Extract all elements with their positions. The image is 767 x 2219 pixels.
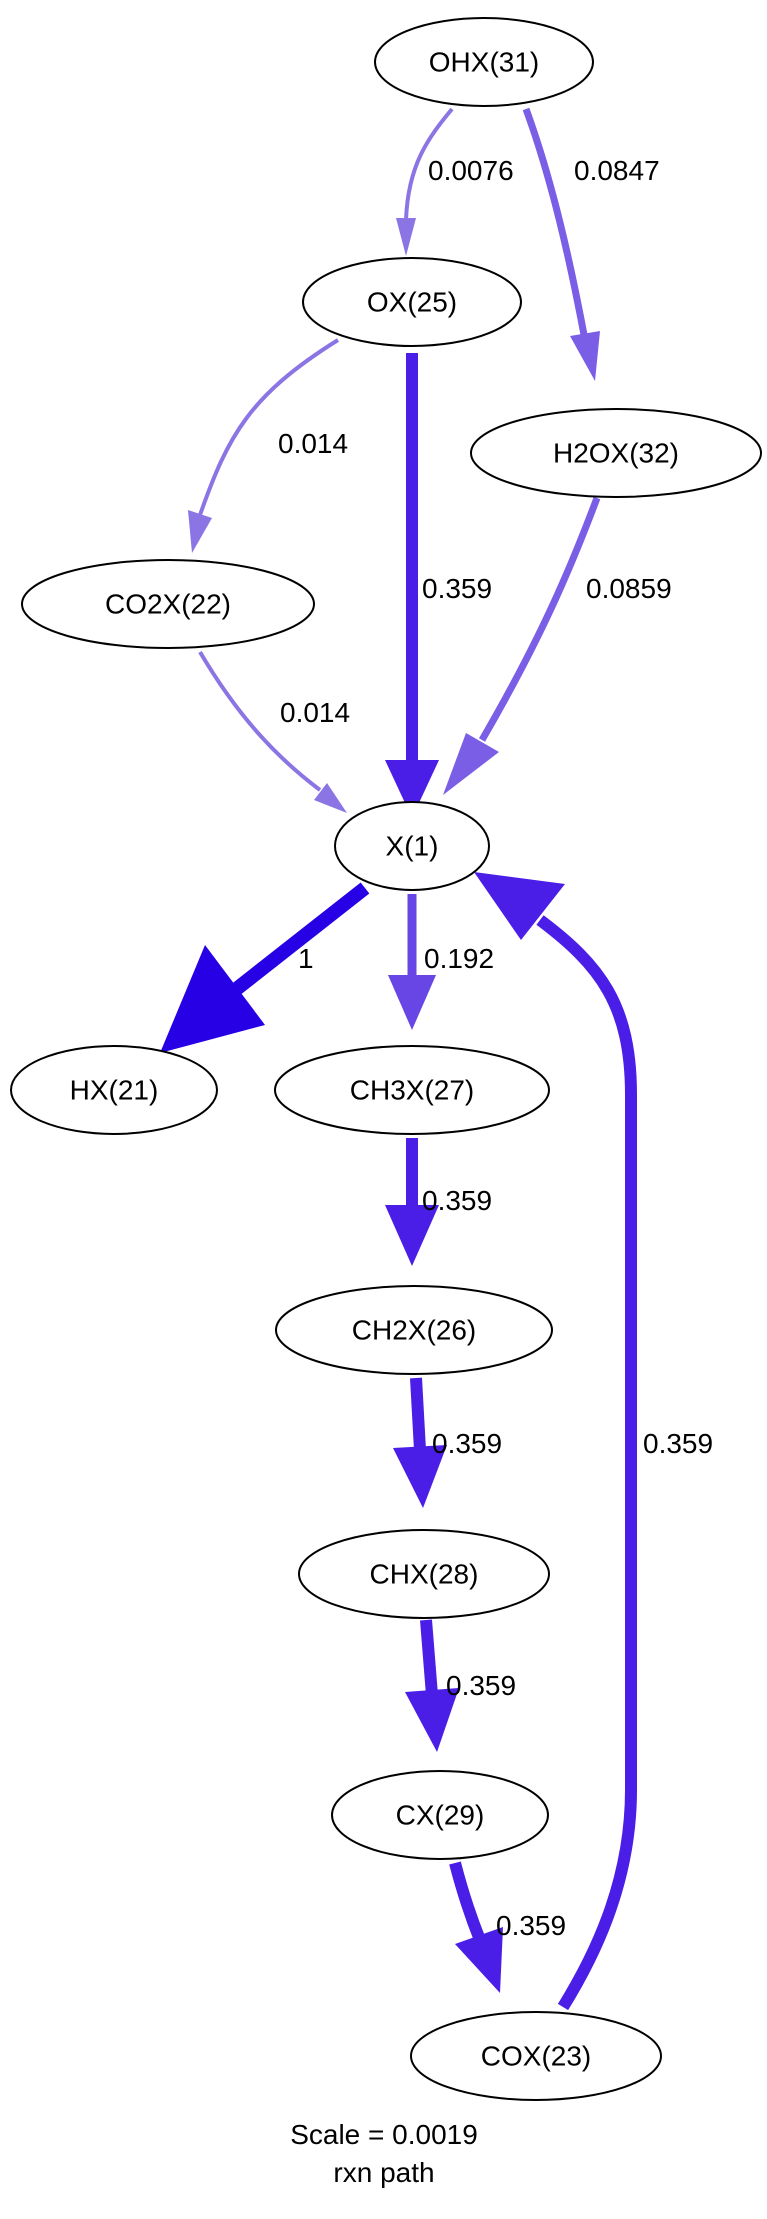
edge-label: 0.359 bbox=[422, 1185, 492, 1216]
scale-caption: Scale = 0.0019 bbox=[290, 2119, 478, 2150]
node-ohx31[interactable]: OHX(31) bbox=[374, 17, 594, 107]
edge-ohx31-h2ox32: 0.0847 bbox=[522, 107, 660, 381]
node-cox23[interactable]: COX(23) bbox=[410, 2011, 662, 2101]
edge-cx29-cox23: 0.359 bbox=[449, 1861, 566, 1993]
node-co2x22[interactable]: CO2X(22) bbox=[21, 559, 315, 649]
edge-label: 0.359 bbox=[643, 1428, 713, 1459]
edge-ox25-x1: 0.359 bbox=[385, 353, 492, 818]
node-x1[interactable]: X(1) bbox=[334, 801, 490, 891]
node-ch3x27[interactable]: CH3X(27) bbox=[274, 1045, 550, 1135]
node-label: CH3X(27) bbox=[350, 1075, 474, 1106]
node-label: CX(29) bbox=[396, 1800, 485, 1831]
edge-label: 0.192 bbox=[424, 943, 494, 974]
node-h2ox32[interactable]: H2OX(32) bbox=[470, 408, 762, 498]
node-label: HX(21) bbox=[70, 1075, 159, 1106]
edge-label: 0.0076 bbox=[428, 155, 514, 186]
edge-label: 0.359 bbox=[432, 1428, 502, 1459]
edge-cox23-x1: 0.359 bbox=[474, 872, 713, 2011]
edge-co2x22-x1: 0.014 bbox=[198, 650, 350, 813]
node-label: CH2X(26) bbox=[352, 1315, 476, 1346]
diagram-subtitle: rxn path bbox=[333, 2157, 434, 2188]
edge-label: 0.0847 bbox=[574, 155, 660, 186]
node-ox25[interactable]: OX(25) bbox=[302, 257, 522, 347]
node-label: CHX(28) bbox=[370, 1559, 479, 1590]
edge-ch2x26-chx28: 0.359 bbox=[393, 1377, 502, 1508]
edge-label: 0.014 bbox=[280, 697, 350, 728]
edge-label: 1 bbox=[298, 943, 314, 974]
node-label: H2OX(32) bbox=[553, 438, 679, 469]
edge-ohx31-ox25: 0.0076 bbox=[396, 107, 514, 256]
node-chx28[interactable]: CHX(28) bbox=[298, 1529, 550, 1619]
node-hx21[interactable]: HX(21) bbox=[10, 1045, 218, 1135]
edge-label: 0.359 bbox=[496, 1910, 566, 1941]
edge-ox25-co2x22: 0.014 bbox=[188, 338, 348, 553]
edge-label: 0.0859 bbox=[586, 573, 672, 604]
edge-label: 0.014 bbox=[278, 428, 348, 459]
node-ch2x26[interactable]: CH2X(26) bbox=[275, 1285, 553, 1375]
node-label: CO2X(22) bbox=[105, 589, 231, 620]
edge-label: 0.359 bbox=[446, 1670, 516, 1701]
edge-h2ox32-x1: 0.0859 bbox=[443, 496, 672, 795]
node-cx29[interactable]: CX(29) bbox=[331, 1770, 549, 1860]
edge-chx28-cx29: 0.359 bbox=[405, 1619, 516, 1752]
edge-x1-ch3x27: 0.192 bbox=[388, 894, 494, 1030]
node-label: OX(25) bbox=[367, 287, 457, 318]
edge-label: 0.359 bbox=[422, 573, 492, 604]
node-label: OHX(31) bbox=[429, 47, 539, 78]
node-label: X(1) bbox=[386, 831, 439, 862]
edge-ch3x27-ch2x26: 0.359 bbox=[385, 1138, 492, 1266]
edge-x1-hx21: 1 bbox=[160, 882, 370, 1053]
node-label: COX(23) bbox=[481, 2041, 591, 2072]
